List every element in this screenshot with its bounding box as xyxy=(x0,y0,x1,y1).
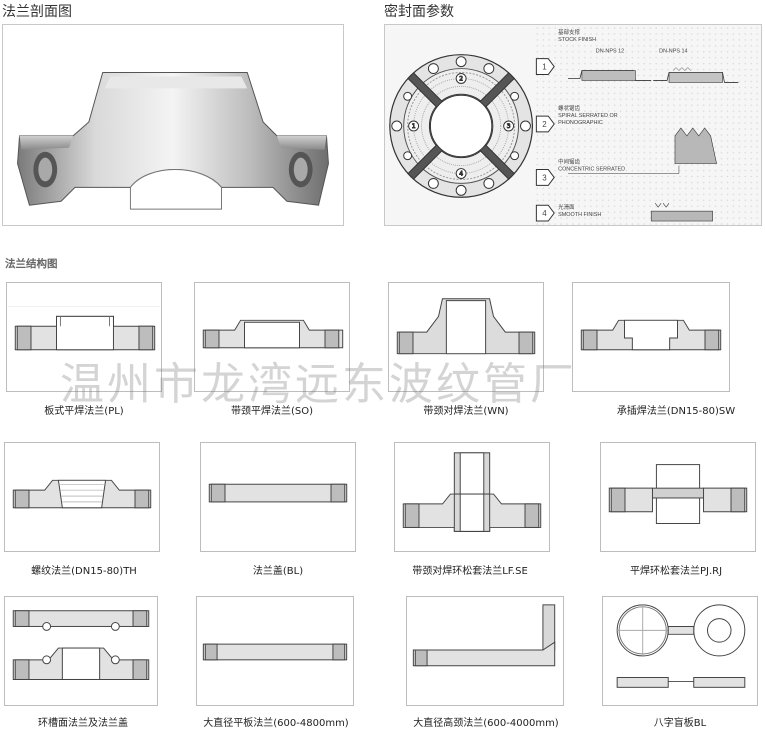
flange-diagram-large-plate xyxy=(196,596,354,706)
svg-text:3: 3 xyxy=(507,123,511,130)
caption-large-wn: 大直径高颈法兰(600-4000mm) xyxy=(413,718,559,729)
svg-text:2: 2 xyxy=(459,75,463,82)
spiral-cn: 螺状锯齿 xyxy=(558,104,580,112)
legend-num-1: 1 xyxy=(542,63,547,72)
caption-sw: 承插焊法兰(DN15-80)SW xyxy=(616,406,736,417)
svg-text:4: 4 xyxy=(459,170,463,177)
caption-bl: 法兰盖(BL) xyxy=(252,566,304,577)
sealing-surface-panel: 2 3 4 1 1 2 3 4 基部支撑 STOCK FINISH DN-NPS… xyxy=(384,24,762,226)
flange-diagram-spectacle-blind xyxy=(602,596,758,706)
caption-pj-rj: 平焊环松套法兰PJ.RJ xyxy=(629,566,723,577)
flange-diagram-sw xyxy=(572,282,730,392)
caption-large-plate: 大直径平板法兰(600-4800mm) xyxy=(203,718,349,729)
nps-12-label: DN-NPS 12 xyxy=(596,49,624,55)
legend-num-4: 4 xyxy=(542,209,547,218)
caption-ring-groove: 环槽面法兰及法兰盖 xyxy=(38,718,128,729)
structure-title: 法兰结构图 xyxy=(5,258,58,270)
flange-diagram-pl xyxy=(6,282,162,392)
svg-text:1: 1 xyxy=(412,123,416,130)
flange-diagram-th xyxy=(4,442,160,552)
stock-finish-cn: 基部支撑 xyxy=(558,28,580,36)
caption-so: 带颈平焊法兰(SO) xyxy=(230,406,314,417)
concentric-en: CONCENTRIC SERRATED xyxy=(558,167,625,173)
spiral-en-line2: PHONOGRAPHIC xyxy=(558,120,603,126)
sealing-title: 密封面参数 xyxy=(384,4,454,20)
stock-finish-en: STOCK FINISH xyxy=(558,37,596,43)
spiral-en-line1: SPIRAL SERRATED OR xyxy=(558,113,618,119)
caption-spectacle-blind: 八字盲板BL xyxy=(653,718,707,729)
smooth-en: SMOOTH FINISH xyxy=(558,212,601,218)
nps-14-label: DN-NPS 14 xyxy=(659,49,687,55)
flange-diagram-large-wn xyxy=(406,596,564,706)
legend-num-2: 2 xyxy=(542,120,546,129)
concentric-cn: 中间锯齿 xyxy=(558,158,580,166)
caption-wn: 带颈对焊法兰(WN) xyxy=(423,406,509,417)
flange-diagram-pj-rj xyxy=(600,442,756,552)
flange-cross-section-image xyxy=(2,24,344,226)
legend-num-3: 3 xyxy=(542,173,547,182)
caption-pl: 板式平焊法兰(PL) xyxy=(44,406,124,417)
caption-lf-se: 带颈对焊环松套法兰LF.SE xyxy=(412,566,528,577)
flange-diagram-wn xyxy=(388,282,544,392)
flange-diagram-ring-groove xyxy=(4,596,158,706)
caption-th: 螺纹法兰(DN15-80)TH xyxy=(31,566,137,577)
smooth-cn: 光滑面 xyxy=(558,203,575,211)
flange-diagram-bl xyxy=(200,442,356,552)
flange-diagram-so xyxy=(194,282,350,392)
cross-section-title: 法兰剖面图 xyxy=(2,4,72,20)
flange-diagram-lf-se xyxy=(394,442,550,552)
